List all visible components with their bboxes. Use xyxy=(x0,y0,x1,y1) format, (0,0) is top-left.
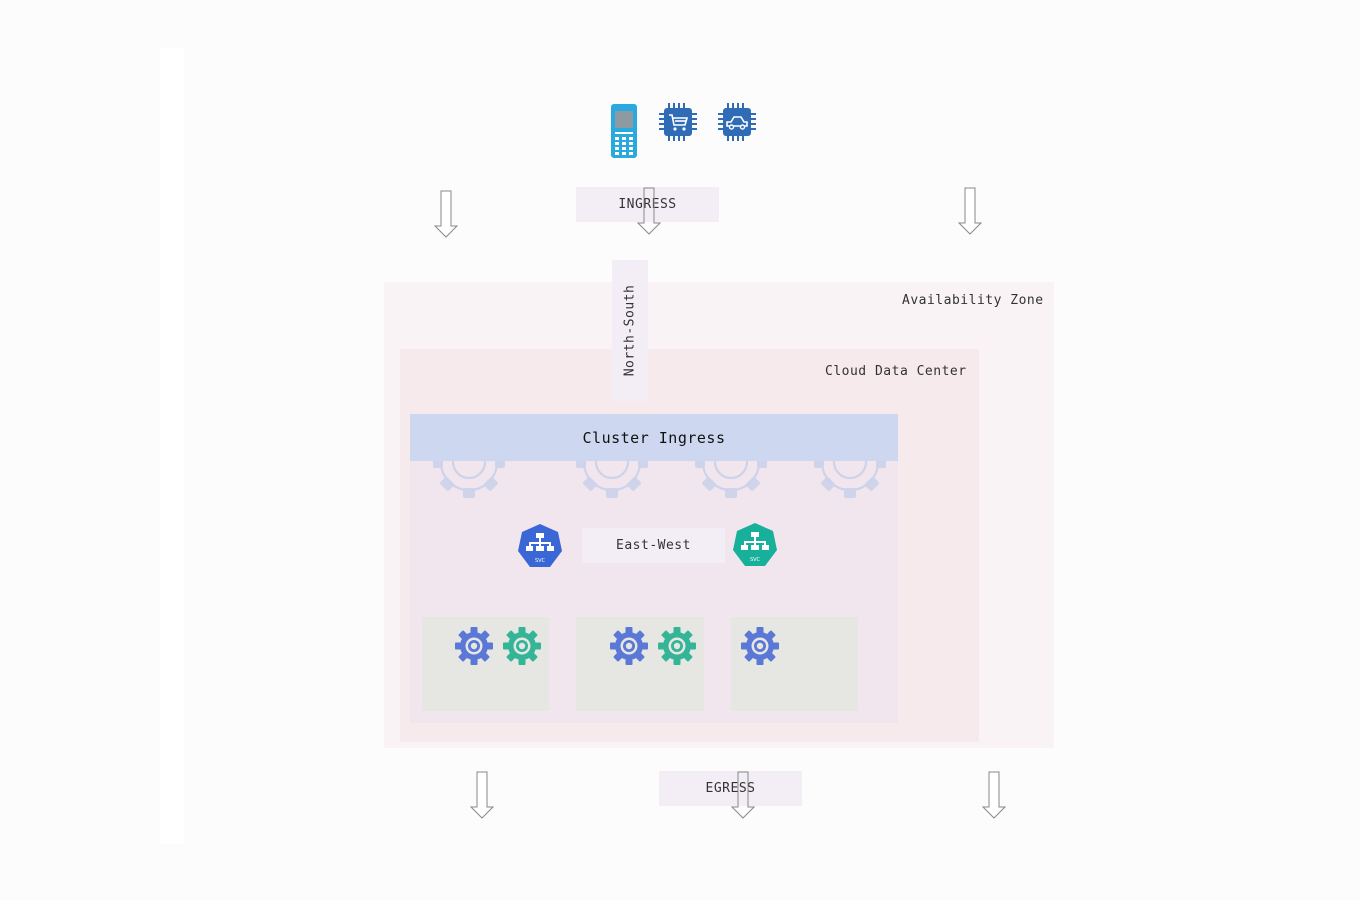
service-teal-text: SVC xyxy=(750,557,761,563)
cloud-data-center-label: Cloud Data Center xyxy=(825,364,967,379)
pod-gear-teal-icon xyxy=(658,627,696,665)
north-south-label: North-South xyxy=(622,284,638,377)
page-panel xyxy=(160,48,184,844)
service-icon-blue: SVC xyxy=(517,523,563,569)
node-3 xyxy=(731,617,858,711)
east-west-label: East-West xyxy=(582,528,725,563)
down-arrow-icon xyxy=(636,187,662,235)
mobile-phone-icon xyxy=(610,103,638,159)
egress-label: EGRESS xyxy=(659,771,802,806)
ingress-label: INGRESS xyxy=(576,187,719,222)
down-arrow-icon xyxy=(730,771,756,819)
pod-gear-blue-icon xyxy=(455,627,493,665)
car-chip-icon xyxy=(718,103,756,141)
down-arrow-icon xyxy=(433,190,459,238)
down-arrow-icon xyxy=(957,187,983,235)
down-arrow-icon xyxy=(981,771,1007,819)
shopping-cart-chip-icon xyxy=(659,103,697,141)
cluster-ingress-label: Cluster Ingress xyxy=(582,428,726,447)
north-south-label-box: North-South xyxy=(612,260,648,401)
service-icon-teal: SVC xyxy=(732,522,778,568)
pod-gear-teal-icon xyxy=(503,627,541,665)
service-blue-text: SVC xyxy=(535,558,546,564)
cluster-ingress-header: Cluster Ingress xyxy=(410,414,898,461)
down-arrow-icon xyxy=(469,771,495,819)
pod-gear-blue-icon xyxy=(741,627,779,665)
availability-zone-label: Availability Zone xyxy=(902,293,1044,308)
pod-gear-blue-icon xyxy=(610,627,648,665)
